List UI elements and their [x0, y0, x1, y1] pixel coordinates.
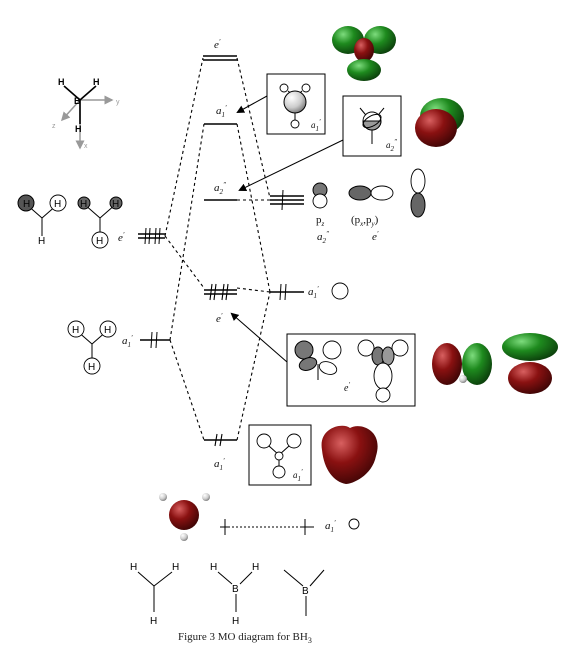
coordinate-frame: H H B H y z x	[52, 77, 120, 150]
svg-text:H: H	[172, 562, 179, 573]
svg-text:H: H	[23, 199, 30, 210]
svg-text:H: H	[96, 236, 103, 247]
svg-text:B: B	[232, 584, 239, 595]
svg-text:a1′: a1′	[293, 468, 303, 483]
correlation-lines	[164, 57, 271, 441]
axis-x-label: x	[84, 143, 88, 150]
label-boron-a1: a1′	[308, 285, 319, 300]
label-h3-e: e′	[118, 231, 125, 244]
boron-s-level: a1′	[270, 282, 349, 301]
label-h-a1: a1′	[325, 519, 336, 534]
frame-h2: H	[93, 77, 100, 87]
svg-text:H: H	[88, 362, 95, 373]
label-boron-e: e′	[372, 230, 379, 243]
svg-text:H: H	[210, 562, 217, 573]
svg-text:a2″: a2″	[386, 138, 397, 153]
figure-caption: Figure 3 MO diagram for BH3	[178, 631, 312, 645]
h3-e-set: H H H H H H e′	[17, 194, 165, 249]
frame-h3: H	[75, 124, 82, 134]
axis-y-label: y	[116, 99, 120, 106]
inset-e: e′	[286, 333, 416, 407]
rendered-e-top	[332, 26, 396, 81]
bh3-ball-model	[159, 493, 210, 541]
svg-text:H: H	[80, 199, 87, 210]
label-pxy: (px,py)	[351, 214, 379, 228]
label-a1-low: a1′	[214, 457, 225, 472]
label-boron-a2: a2″	[317, 230, 329, 245]
h3-a1-set: H H H a1′	[67, 320, 170, 375]
svg-text:H: H	[112, 199, 119, 210]
bh3-structure: H H B H	[210, 562, 259, 627]
svg-text:H: H	[54, 199, 61, 210]
b-fragment-structure: B	[283, 569, 325, 616]
mo-center-labels: e′ a1′ a2″ e′ a1′	[214, 38, 227, 472]
arrow-e	[230, 312, 288, 363]
electron-arrows	[209, 283, 229, 447]
h-atom-levels: a1′	[220, 518, 360, 535]
boron-p-levels: pz a2″ (px,py) e′	[270, 168, 426, 245]
svg-text:H: H	[38, 236, 45, 247]
h3-structure: H H H	[130, 562, 179, 627]
label-a2-nb: a2″	[214, 181, 226, 196]
inset-a1-low: a1′	[248, 424, 312, 486]
svg-text:B: B	[302, 586, 309, 597]
svg-text:H: H	[72, 325, 79, 336]
mo-levels	[203, 55, 237, 441]
frame-b: B	[74, 96, 81, 106]
svg-text:a1′: a1′	[311, 118, 321, 133]
inset-a1-top: a1′	[266, 73, 326, 135]
inset-a2: a2″	[342, 95, 402, 157]
label-h3-a1: a1′	[122, 334, 133, 349]
rendered-a1-low	[321, 425, 378, 484]
label-a1-mid: a1′	[216, 104, 227, 119]
svg-text:H: H	[130, 562, 137, 573]
rendered-a2	[415, 98, 464, 147]
svg-text:e′: e′	[344, 381, 350, 394]
arrow-a1-top	[236, 95, 268, 113]
svg-text:H: H	[232, 616, 239, 627]
label-pz: pz	[316, 214, 325, 228]
axis-z-label: z	[52, 123, 56, 130]
rendered-e-bond	[432, 333, 558, 394]
svg-text:H: H	[252, 562, 259, 573]
label-e-top: e′	[214, 38, 221, 51]
svg-text:H: H	[104, 325, 111, 336]
svg-text:H: H	[150, 616, 157, 627]
frame-h1: H	[58, 77, 65, 87]
arrow-a2	[238, 139, 344, 191]
label-e-bond: e′	[216, 312, 223, 325]
